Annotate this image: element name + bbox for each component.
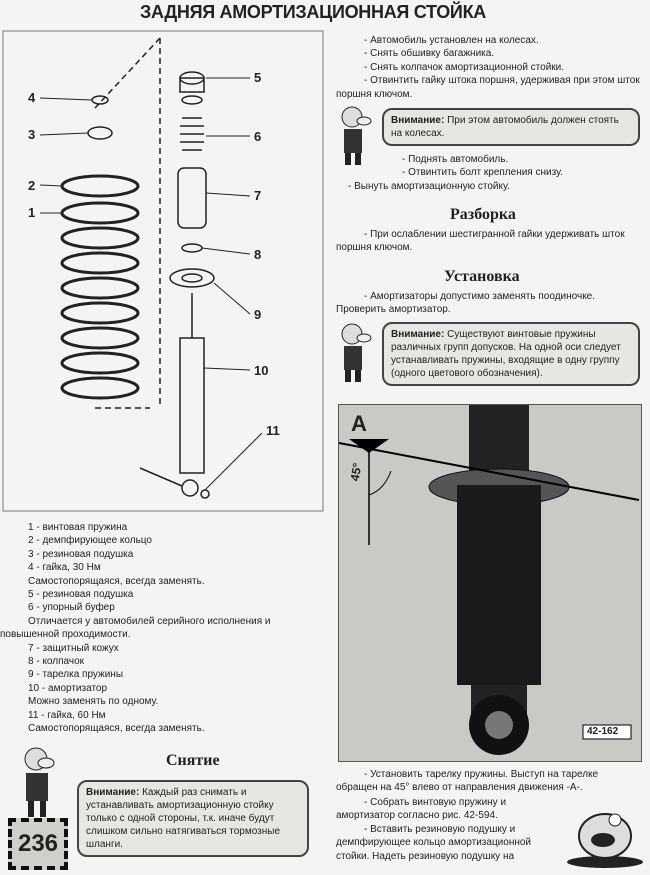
install-step: - Установить тарелку пружины. Выступ на …	[336, 769, 599, 794]
legend-line: повышенной проходимости.	[0, 629, 131, 641]
warning-note-wheels: Внимание: При этом автомобиль должен сто…	[382, 108, 640, 146]
callout-4: 4	[28, 90, 36, 105]
legend-line: 5 - резиновая подушка	[28, 589, 134, 601]
step: - Вынуть амортизационную стойку.	[348, 180, 510, 192]
mechanic-cartoon-icon	[341, 323, 372, 382]
callout-1: 1	[28, 205, 36, 220]
removal-heading: Снятие	[166, 752, 220, 769]
callout-10: 10	[254, 363, 269, 378]
legend-line: 7 - защитный кожух	[28, 642, 119, 654]
step: - Отвинтить болт крепления снизу.	[402, 167, 563, 179]
callout-6: 6	[254, 129, 262, 144]
legend-line: Отличается у автомобилей серийного испол…	[28, 615, 271, 627]
step: - Поднять автомобиль.	[402, 154, 509, 165]
note-text: Существуют винтовые пружины различных гр…	[391, 329, 621, 379]
shock-absorber-photo: A 45° 42-162	[338, 404, 642, 762]
install-step: - Вставить резиновую подушку и демпфирую…	[336, 824, 532, 862]
callout-5: 5	[254, 70, 262, 85]
page-number: 236	[8, 818, 68, 870]
shock-photo-drawing	[339, 405, 640, 755]
removal-steps: - Автомобиль установлен на колесах. - Сн…	[336, 34, 642, 101]
legend-line: 4 - гайка, 30 Нм	[28, 562, 101, 574]
legend-line: 9 - тарелка пружины	[28, 669, 123, 681]
note-label: Внимание:	[391, 115, 445, 126]
installation-text: - Амортизаторы допустимо заменять поодин…	[336, 291, 596, 316]
note-text: При этом автомобиль должен стоять на кол…	[391, 115, 619, 139]
install-step: - Собрать винтовую пружину и амортизатор…	[336, 797, 507, 822]
mechanic-cartoon-icon	[24, 747, 55, 817]
legend-line: 3 - резиновая подушка	[28, 548, 134, 560]
strut-drawing	[2, 30, 324, 512]
coil-spring	[60, 174, 140, 400]
note-label: Внимание:	[86, 787, 140, 798]
parts-legend: 1 - винтовая пружина 2 - демпфирующее ко…	[0, 521, 325, 736]
legend-line: 6 - упорный буфер	[28, 602, 115, 614]
legend-line: 1 - винтовая пружина	[28, 522, 128, 533]
disassembly-heading: Разборка	[450, 206, 516, 223]
callout-3: 3	[28, 127, 36, 142]
removal-warning-note: Внимание: Каждый раз снимать и устанавли…	[77, 780, 309, 857]
callout-7: 7	[254, 188, 262, 203]
note-label: Внимание:	[391, 329, 445, 340]
legend-line: Самостопорящаяся, всегда заменять.	[28, 575, 205, 587]
legend-line: 2 - демпфирующее кольцо	[28, 535, 152, 547]
legend-line: Самостопорящаяся, всегда заменять.	[28, 723, 205, 735]
callout-11: 11	[266, 423, 280, 438]
step: - Отвинтить гайку штока поршня, удержива…	[336, 75, 640, 100]
step: - Снять обшивку багажника.	[364, 48, 495, 60]
step: - Автомобиль установлен на колесах.	[364, 35, 539, 46]
callout-2: 2	[28, 178, 36, 193]
legend-line: 10 - амортизатор	[28, 682, 108, 694]
callout-8: 8	[254, 247, 262, 262]
disassembly-text: - При ослаблении шестигранной гайки удер…	[336, 229, 625, 254]
figure-number: 42-162	[587, 726, 619, 737]
note-text: Каждый раз снимать и устанавливать аморт…	[86, 787, 281, 850]
legend-line: Можно заменять по одному.	[28, 696, 159, 708]
cartoon-character-icon	[567, 813, 643, 868]
removal-steps-2: - Поднять автомобиль. - Отвинтить болт к…	[336, 153, 642, 193]
direction-label-a: A	[351, 411, 367, 436]
legend-line: 11 - гайка, 60 Нм	[28, 709, 106, 721]
step: - Снять колпачок амортизационной стойки.	[364, 61, 565, 73]
callout-9: 9	[254, 307, 262, 322]
installation-heading: Установка	[444, 268, 520, 285]
mechanic-cartoon-icon	[341, 106, 372, 165]
page-title: ЗАДНЯЯ АМОРТИЗАЦИОННАЯ СТОЙКА	[140, 2, 486, 22]
legend-line: 8 - колпачок	[28, 656, 85, 668]
warning-note-springs: Внимание: Существуют винтовые пружины ра…	[382, 322, 640, 386]
exploded-strut-diagram: 4 3 2 1 5 6 7 8 9 10 11	[0, 28, 325, 513]
